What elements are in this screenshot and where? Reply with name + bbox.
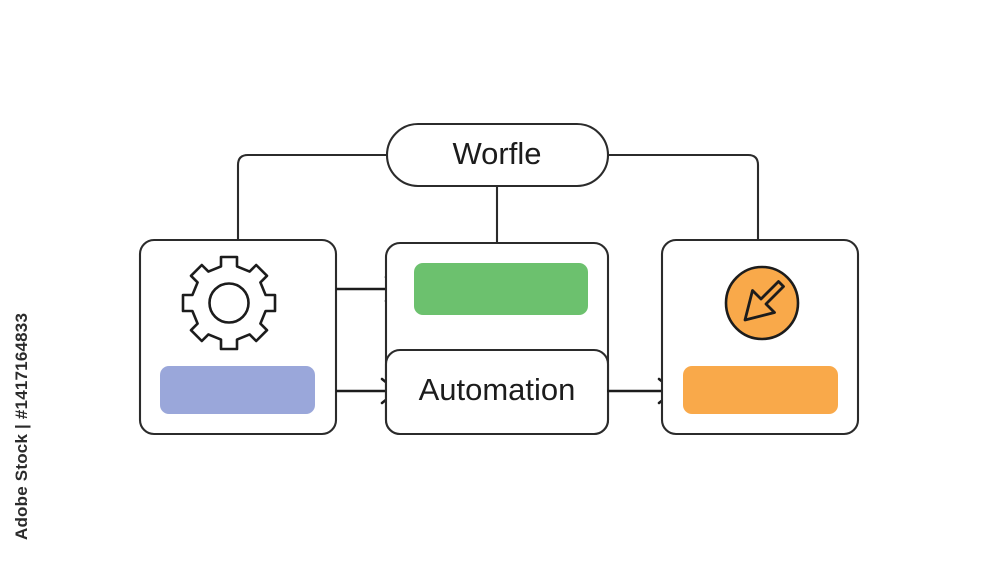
connector-root-to-left-card [236,153,389,242]
root-node-label: Worfle [452,136,541,171]
watermark-text: Adobe Stock | #1417164833 [12,312,31,540]
right-card-swatch[interactable] [683,366,838,414]
gear-icon [181,255,277,351]
arrow-down-left-badge-icon [724,265,800,341]
automation-card-label: Automation [419,372,576,407]
connector-root-to-right-card [606,153,760,242]
center-top-card-swatch[interactable] [414,263,588,315]
left-card-swatch[interactable] [160,366,315,414]
root-node[interactable] [385,122,610,188]
